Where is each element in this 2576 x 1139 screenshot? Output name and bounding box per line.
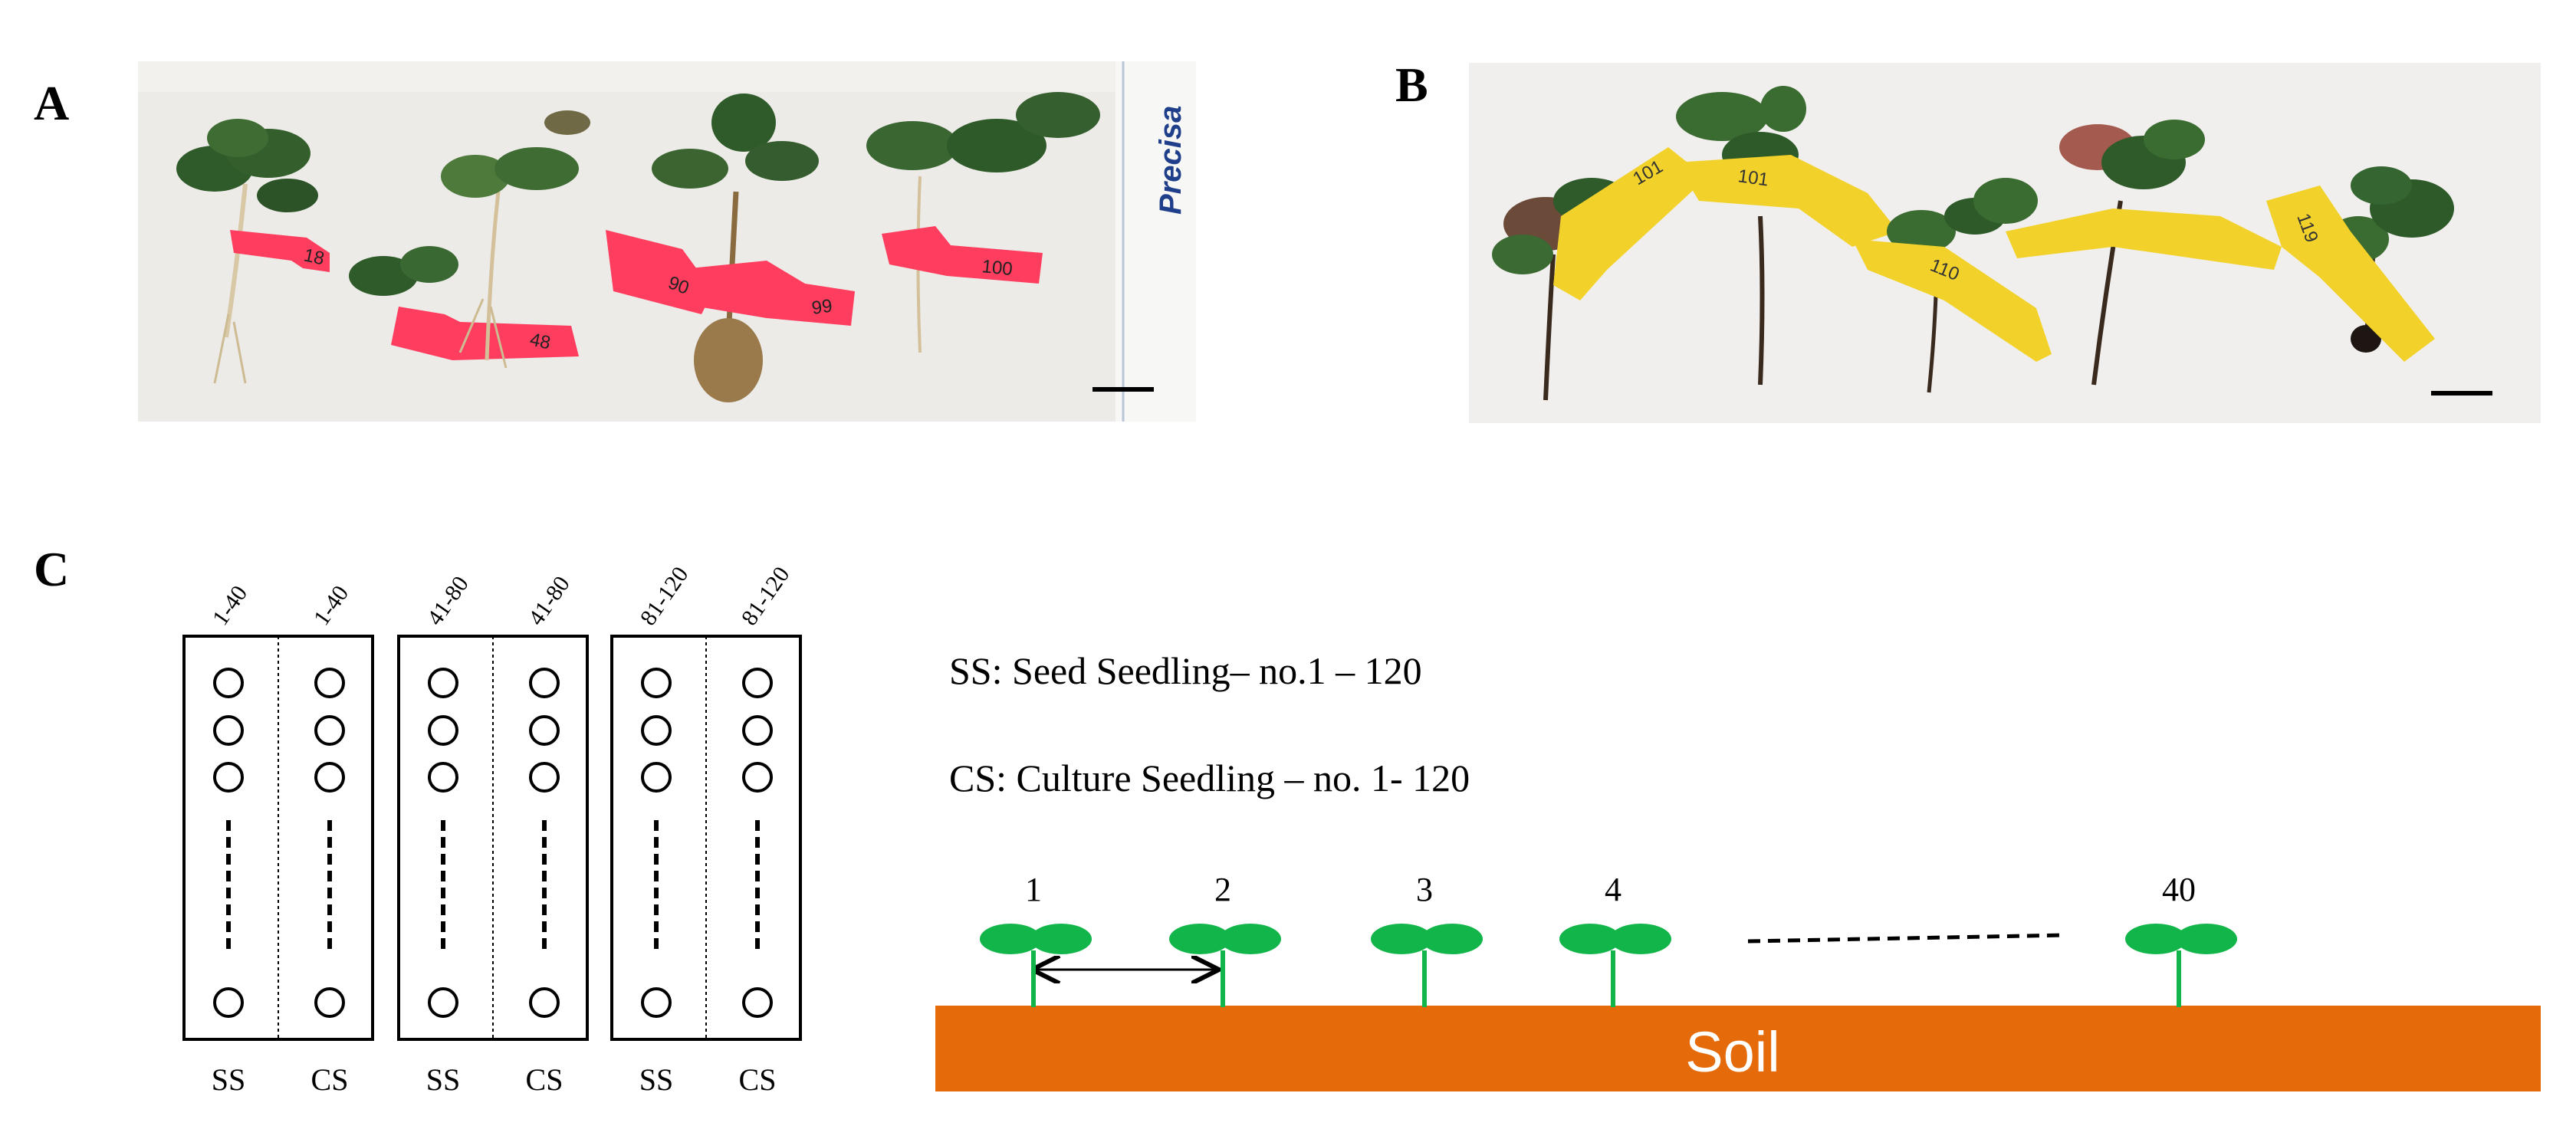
seedling-number: 4 bbox=[1605, 871, 1622, 908]
tag-a4: 99 bbox=[810, 295, 833, 318]
seedling-3: 3 bbox=[1371, 871, 1483, 1007]
soil bbox=[935, 1006, 2541, 1091]
column-range: 1-40 bbox=[309, 581, 354, 630]
seedling-1: 1 bbox=[980, 871, 1092, 1007]
column-label: SS bbox=[639, 1062, 674, 1097]
plant-position bbox=[742, 715, 773, 746]
photo-b-image: 101 101 110 bbox=[1469, 63, 2541, 423]
column-range: 81-120 bbox=[737, 562, 795, 630]
seedling-4: 4 bbox=[1559, 871, 1671, 1007]
seedling-leaf bbox=[980, 924, 1041, 954]
plant-position bbox=[213, 715, 244, 746]
plant-position bbox=[428, 715, 458, 746]
seedling-leaf bbox=[2176, 924, 2237, 954]
plant-position bbox=[213, 668, 244, 698]
plant-position bbox=[529, 762, 560, 793]
plant-b1: 101 bbox=[1492, 147, 1707, 401]
photo-a: Precisa 18 48 90 bbox=[138, 61, 1196, 422]
column-label: CS bbox=[739, 1062, 777, 1097]
column-range: 81-120 bbox=[636, 562, 694, 630]
plant-position bbox=[529, 668, 560, 698]
plant-position bbox=[742, 987, 773, 1018]
ruler-text: Precisa bbox=[1154, 106, 1188, 215]
seedling-leaf bbox=[1421, 924, 1483, 954]
seedling-number: 2 bbox=[1214, 871, 1231, 908]
scale-bar-b bbox=[2431, 391, 2492, 396]
legend-ss: SS: Seed Seedling– no.1 – 120 bbox=[949, 649, 1422, 692]
plant-position bbox=[314, 715, 345, 746]
plant-a5: 100 bbox=[866, 92, 1100, 353]
tag-a5: 100 bbox=[981, 256, 1014, 280]
plant-position bbox=[428, 668, 458, 698]
tag-a1: 18 bbox=[302, 245, 327, 269]
plant-position bbox=[641, 762, 672, 793]
photo-b: 101 101 110 bbox=[1469, 63, 2541, 423]
plant-b3: 110 bbox=[1852, 178, 2052, 393]
plant-b2: 101 bbox=[1676, 86, 1898, 386]
tag-b2: 101 bbox=[1737, 166, 1769, 190]
plant-position bbox=[314, 987, 345, 1018]
panel-label-b: B bbox=[1395, 57, 1428, 112]
plant-position bbox=[742, 668, 773, 698]
seedling-leaf bbox=[1559, 924, 1621, 954]
column-range: 1-40 bbox=[208, 581, 253, 630]
seedling-number: 1 bbox=[1025, 871, 1042, 908]
legend-cs: CS: Culture Seedling – no. 1- 120 bbox=[949, 757, 1470, 799]
panel-label-c: C bbox=[34, 542, 70, 596]
seedling-leaf bbox=[1030, 924, 1092, 954]
planting-row: Soil 1 2 3 4 40 bbox=[935, 871, 2541, 1091]
plant-position bbox=[428, 987, 458, 1018]
continuation-dash bbox=[1747, 933, 2067, 944]
column-label: SS bbox=[212, 1062, 246, 1097]
photo-a-image: Precisa 18 48 90 bbox=[138, 61, 1196, 422]
scale-bar-a bbox=[1092, 387, 1154, 392]
column-label: CS bbox=[526, 1062, 564, 1097]
seedling-number: 3 bbox=[1416, 871, 1433, 908]
plant-a1: 18 bbox=[176, 119, 330, 384]
seedling-leaf bbox=[2125, 924, 2187, 954]
plant-a3: 90 bbox=[441, 110, 713, 369]
plant-a2: 48 bbox=[349, 246, 579, 360]
plant-position bbox=[742, 762, 773, 793]
plant-position bbox=[314, 762, 345, 793]
block-border bbox=[397, 635, 589, 1041]
seedling-leaf bbox=[1169, 924, 1230, 954]
soil-label: Soil bbox=[1685, 1020, 1779, 1084]
plant-b4 bbox=[2006, 120, 2282, 386]
column-label: CS bbox=[311, 1062, 349, 1097]
plant-position bbox=[641, 715, 672, 746]
panel-label-a: A bbox=[34, 76, 70, 130]
plant-position bbox=[641, 987, 672, 1018]
seedling-leaf bbox=[1220, 924, 1281, 954]
plant-a4: 99 bbox=[652, 94, 855, 402]
column-label: SS bbox=[426, 1062, 461, 1097]
block-border bbox=[610, 635, 802, 1041]
plant-b5: 119 bbox=[2266, 166, 2454, 362]
block-border bbox=[182, 635, 374, 1041]
ruler: Precisa bbox=[1116, 61, 1196, 422]
seedling-leaf bbox=[1610, 924, 1671, 954]
seedling-40: 40 bbox=[2125, 871, 2237, 1007]
seedling-2: 2 bbox=[1169, 871, 1281, 1007]
tag-a2: 48 bbox=[528, 329, 553, 353]
plant-position bbox=[529, 715, 560, 746]
column-range: 41-80 bbox=[524, 572, 575, 630]
seedling-leaf bbox=[1371, 924, 1432, 954]
plant-position bbox=[641, 668, 672, 698]
plant-position bbox=[428, 762, 458, 793]
plant-position bbox=[314, 668, 345, 698]
plant-position bbox=[213, 762, 244, 793]
column-range: 41-80 bbox=[422, 572, 474, 630]
plant-position bbox=[529, 987, 560, 1018]
plant-position bbox=[213, 987, 244, 1018]
seedling-number: 40 bbox=[2162, 871, 2196, 908]
